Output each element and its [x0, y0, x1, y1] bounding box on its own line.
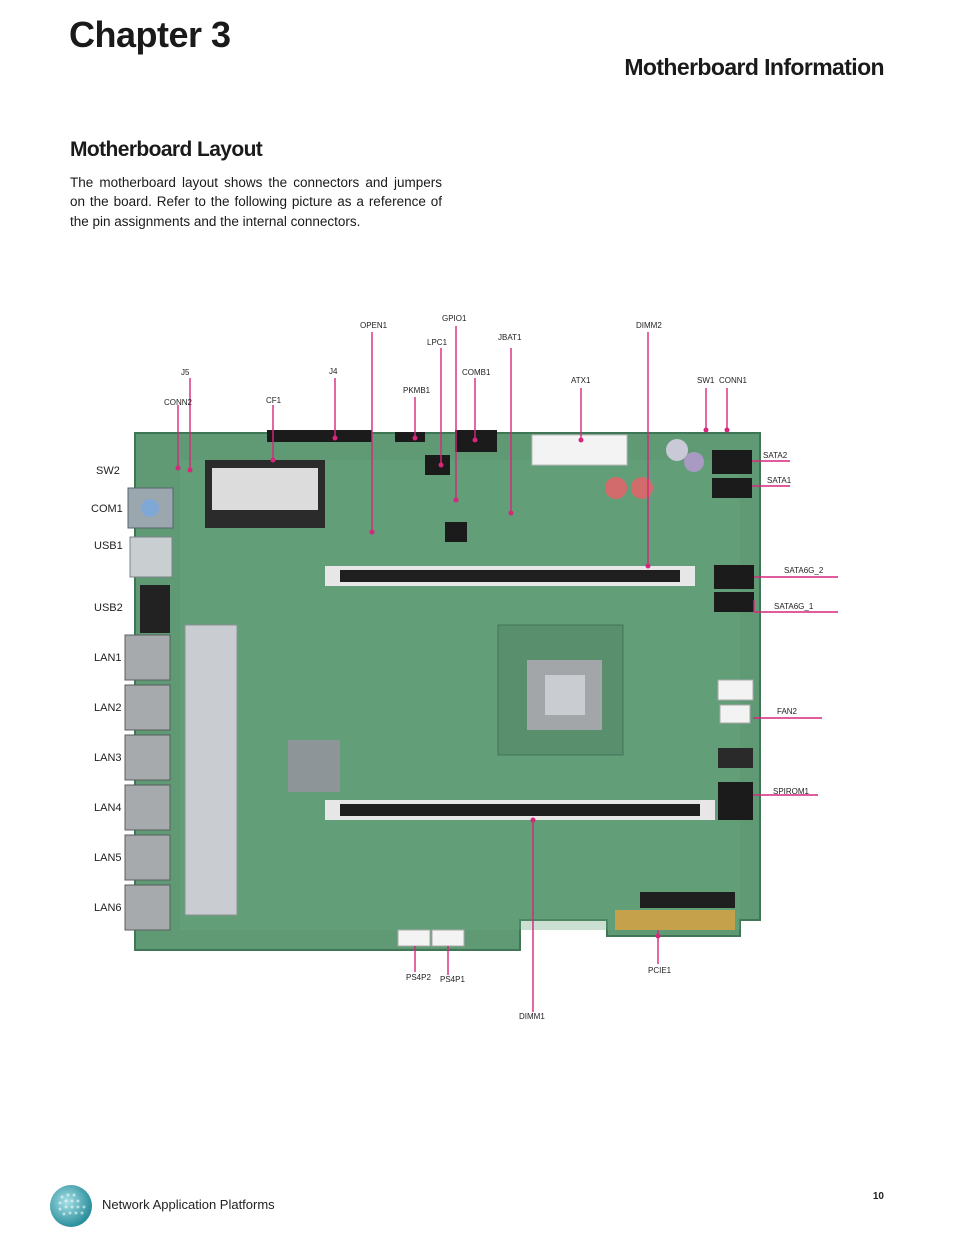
label-lan1: LAN1	[94, 652, 122, 664]
label-dimm1: DIMM1	[519, 1012, 545, 1021]
label-sw1: SW1	[697, 376, 715, 385]
label-lan5: LAN5	[94, 852, 122, 864]
label-lan2: LAN2	[94, 702, 122, 714]
label-sata6g-1: SATA6G_1	[774, 602, 814, 611]
label-lan6: LAN6	[94, 902, 122, 914]
label-com1: COM1	[91, 503, 123, 515]
label-ps4p2: PS4P2	[406, 973, 431, 982]
label-pcie1: PCIE1	[648, 966, 672, 975]
label-sata1: SATA1	[767, 476, 792, 485]
label-sata6g-2: SATA6G_2	[784, 566, 824, 575]
page-number: 10	[872, 1191, 884, 1202]
label-spirom1: SPIROM1	[773, 787, 810, 796]
chapter-heading: Chapter 3	[69, 14, 231, 55]
label-cf1: CF1	[266, 396, 282, 405]
label-comb1: COMB1	[462, 368, 491, 377]
label-atx1: ATX1	[571, 376, 591, 385]
label-dimm2: DIMM2	[636, 321, 662, 330]
label-usb2: USB2	[94, 602, 123, 614]
label-ps4p1: PS4P1	[440, 975, 465, 984]
footer-product-line: Network Application Platforms	[102, 1197, 275, 1212]
label-j4: J4	[329, 367, 338, 376]
intro-paragraph: The motherboard layout shows the connect…	[70, 175, 442, 229]
label-sata2: SATA2	[763, 451, 788, 460]
subsection-heading: Motherboard Layout	[70, 138, 263, 161]
label-j5: J5	[181, 368, 190, 377]
label-pkmb1: PKMB1	[403, 386, 431, 395]
label-jbat1: JBAT1	[498, 333, 522, 342]
label-fan2: FAN2	[777, 707, 798, 716]
label-lan4: LAN4	[94, 802, 122, 814]
company-logo-icon	[50, 1185, 92, 1227]
label-conn1: CONN1	[719, 376, 748, 385]
label-usb1: USB1	[94, 540, 123, 552]
motherboard-illustration	[124, 326, 838, 1012]
label-gpio1: GPIO1	[442, 314, 467, 323]
section-heading: Motherboard Information	[624, 54, 884, 80]
label-conn2: CONN2	[164, 398, 193, 407]
label-open1: OPEN1	[360, 321, 388, 330]
motherboard-figure: OPEN1 GPIO1 LPC1 JBAT1 DIMM2 J5 J4 COMB1…	[0, 300, 954, 1040]
label-lan3: LAN3	[94, 752, 122, 764]
label-sw2: SW2	[96, 465, 120, 477]
label-lpc1: LPC1	[427, 338, 448, 347]
